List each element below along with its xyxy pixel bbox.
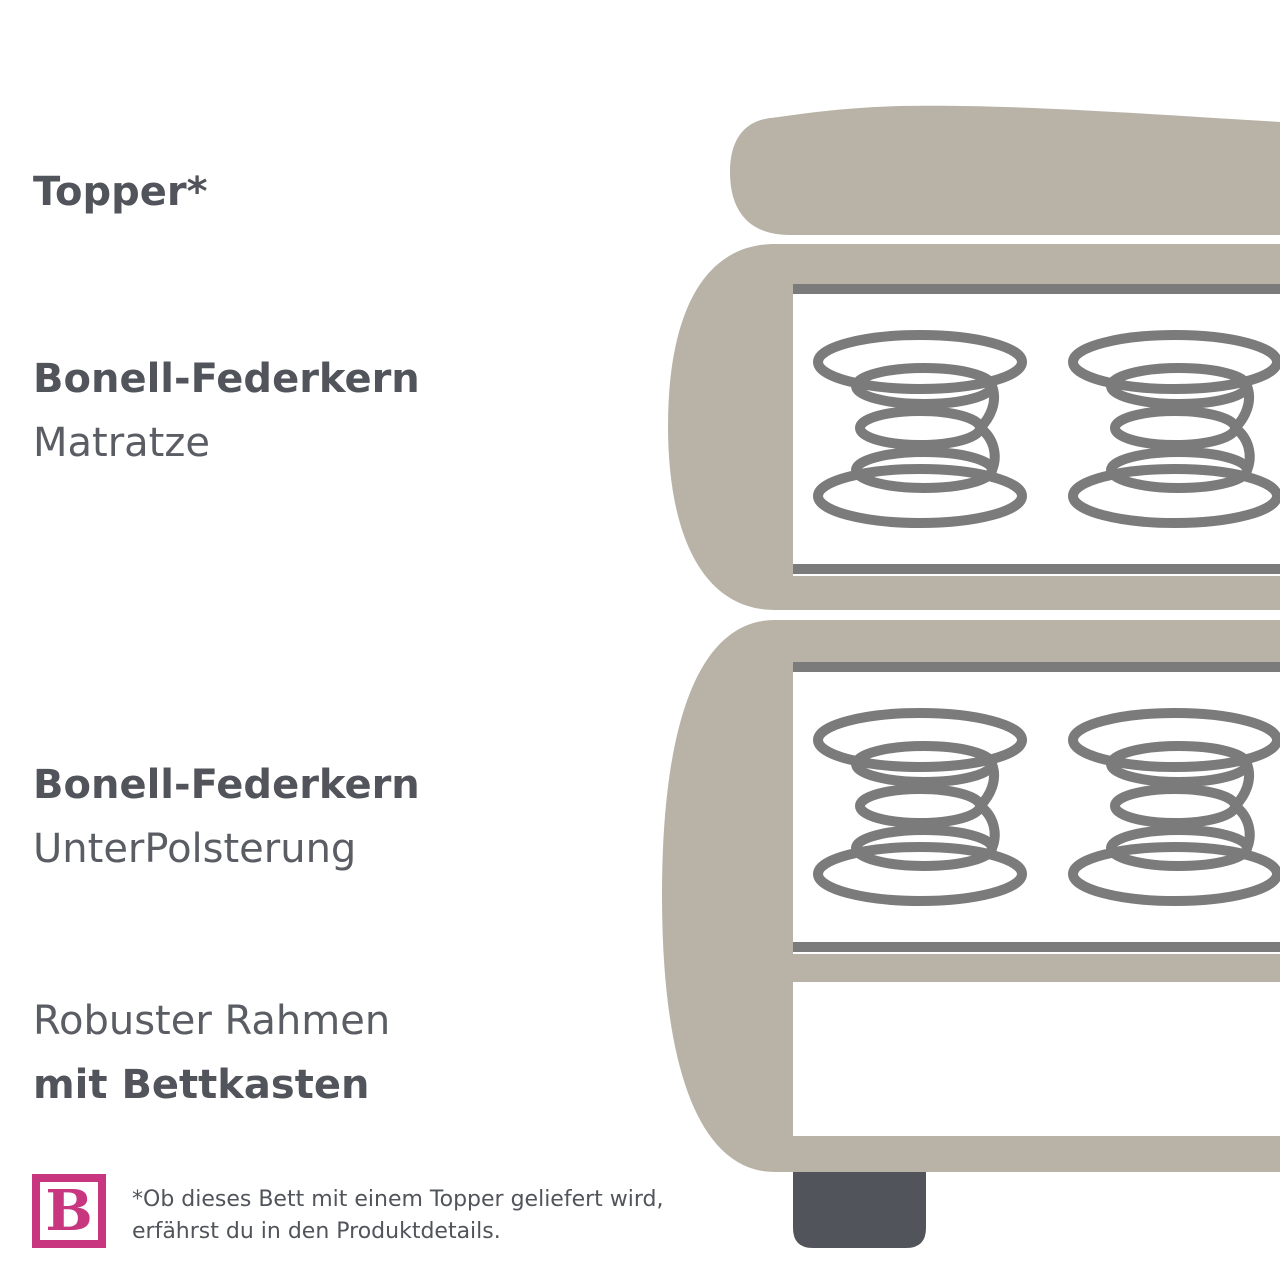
frame-label: Robuster Rahmen mit Bettkasten bbox=[33, 996, 390, 1110]
mattress-top-bar bbox=[793, 284, 1280, 294]
storage-box-window bbox=[793, 982, 1280, 1136]
bed-foot bbox=[793, 1172, 926, 1248]
base-label: Bonell-Federkern UnterPolsterung bbox=[33, 760, 420, 874]
mattress-label: Bonell-Federkern Matratze bbox=[33, 354, 420, 468]
base-subtitle: UnterPolsterung bbox=[33, 826, 357, 872]
mattress-title: Bonell-Federkern bbox=[33, 356, 420, 402]
topper-label: Topper* bbox=[33, 169, 208, 215]
logo-letter: B bbox=[45, 1178, 93, 1244]
footnote-line-1: *Ob dieses Bett mit einem Topper geliefe… bbox=[132, 1187, 664, 1212]
bed-cross-section-diagram bbox=[662, 105, 1280, 1248]
footnote-line-2: erfährst du in den Produktdetails. bbox=[132, 1219, 501, 1244]
frame-line-1: Robuster Rahmen bbox=[33, 998, 391, 1044]
mattress-bottom-bar bbox=[793, 564, 1280, 574]
frame-line-2: mit Bettkasten bbox=[33, 1062, 370, 1108]
mattress-subtitle: Matratze bbox=[33, 420, 210, 466]
base-bottom-bar bbox=[793, 942, 1280, 952]
base-title: Bonell-Federkern bbox=[33, 762, 420, 808]
footnote: *Ob dieses Bett mit einem Topper geliefe… bbox=[132, 1184, 664, 1248]
logo-inner: B bbox=[40, 1182, 98, 1240]
brand-logo: B bbox=[32, 1174, 106, 1248]
base-top-bar bbox=[793, 662, 1280, 672]
topper-layer bbox=[730, 105, 1280, 236]
